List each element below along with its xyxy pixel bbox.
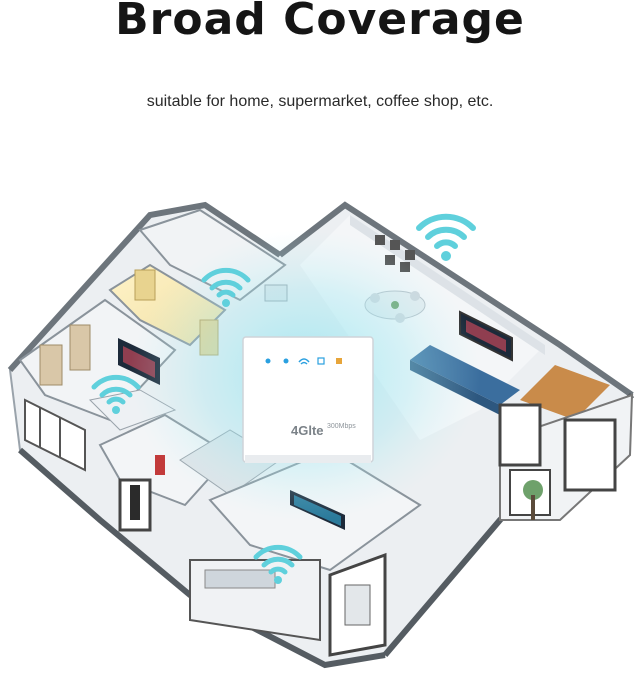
- router-brand-label: 4Glte: [291, 423, 324, 438]
- wifi-signal-icon: [416, 213, 476, 261]
- wifi-signal-icon: [201, 267, 251, 307]
- wifi-signal-icon: [253, 544, 303, 584]
- router-device: 4Glte 300Mbps: [242, 336, 374, 463]
- right-room: [498, 365, 634, 521]
- wifi-signal-icon: [91, 374, 141, 414]
- page-subtitle: suitable for home, supermarket, coffee s…: [146, 93, 494, 110]
- page-title: Broad Coverage: [115, 0, 525, 45]
- floor-plan-illustration: 4Glte 300Mbps: [0, 150, 640, 673]
- router-speed-label: 300Mbps: [327, 423, 356, 430]
- plant: [523, 480, 543, 500]
